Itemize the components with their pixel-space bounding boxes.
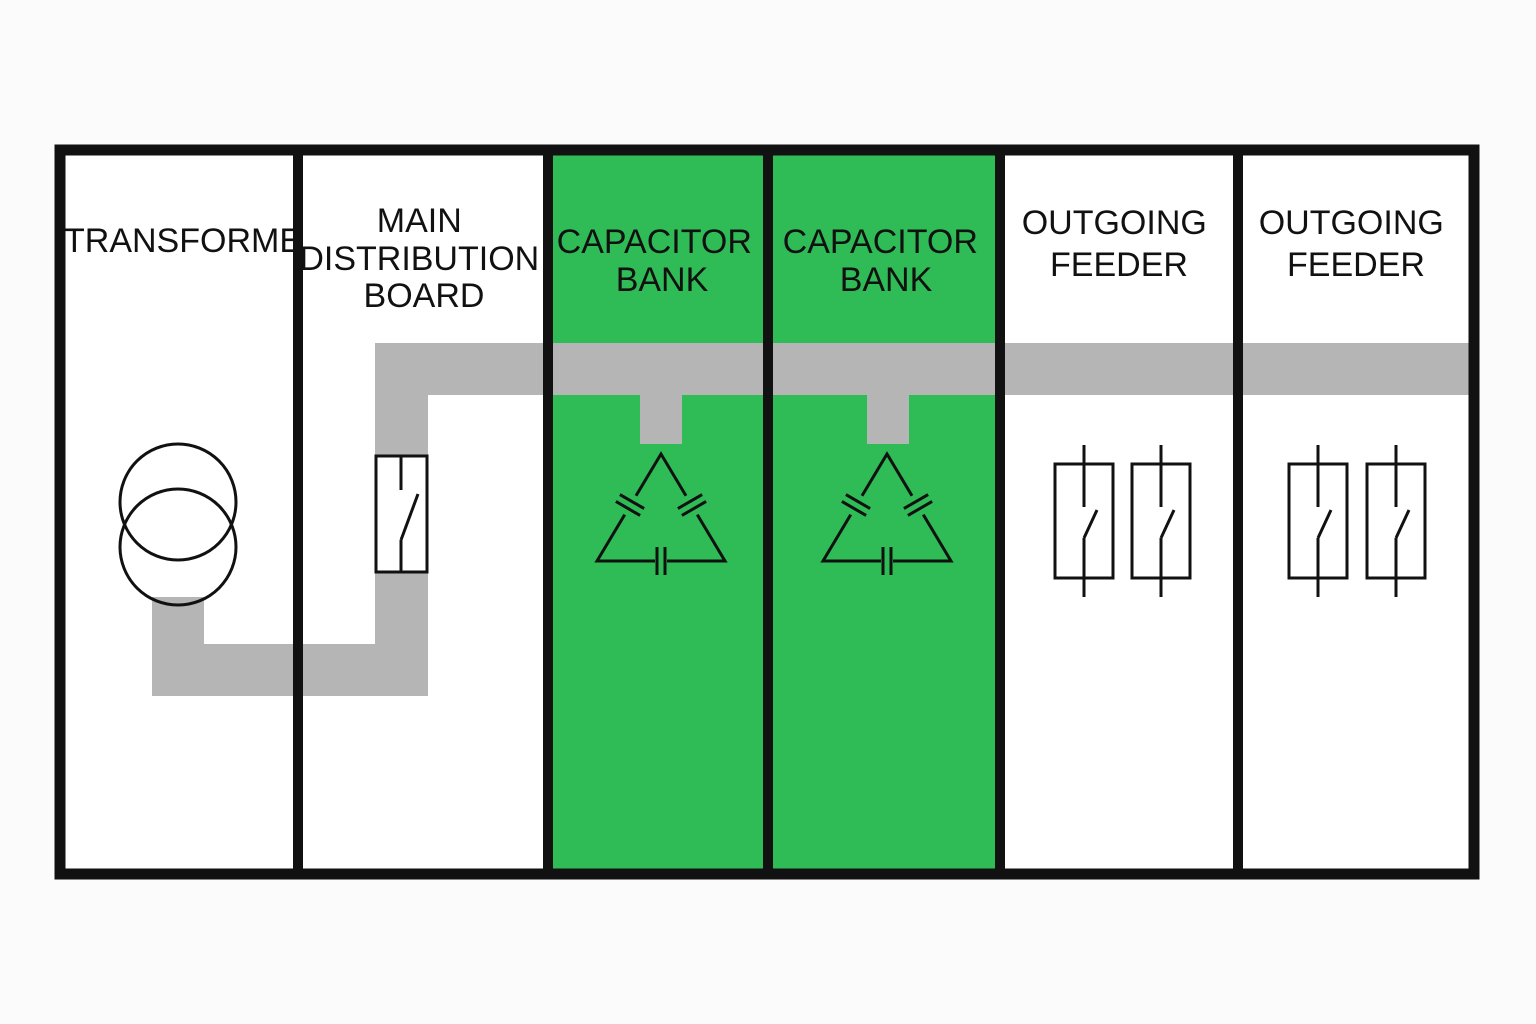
feeder-switch-icon	[1287, 443, 1349, 599]
feeder-switch-icon	[1053, 443, 1115, 599]
busbar	[152, 343, 1469, 696]
panel-label-capacitor-bank-1: CAPACITOR BANK	[557, 223, 762, 299]
panel-outgoing-feeder-1	[1000, 150, 1238, 874]
lineup-frame	[54, 144, 1480, 880]
panel-label-capacitor-bank-2: CAPACITOR BANK	[783, 223, 988, 299]
feeder-switch-icon	[1130, 443, 1192, 599]
panel-label-outgoing-feeder-1: OUTGOING FEEDER	[1022, 204, 1217, 284]
panel-capacitor-bank-2	[768, 150, 1000, 874]
panel-outgoing-feeder-2	[1238, 150, 1474, 874]
panel-label-main-distribution-board: MAIN DISTRIBUTION BOARD	[299, 202, 548, 315]
panel-label-transformer: TRANSFORME	[64, 222, 302, 260]
panel-dividers	[293, 150, 1243, 874]
delta-capacitor-icon	[820, 451, 954, 575]
breaker-icon	[374, 454, 429, 574]
feeder-switch-icon	[1365, 443, 1427, 599]
delta-capacitor-icon	[594, 451, 728, 575]
panel-label-outgoing-feeder-2: OUTGOING FEEDER	[1259, 204, 1454, 284]
panel-capacitor-bank-1	[548, 150, 768, 874]
transformer-icon	[118, 442, 238, 607]
